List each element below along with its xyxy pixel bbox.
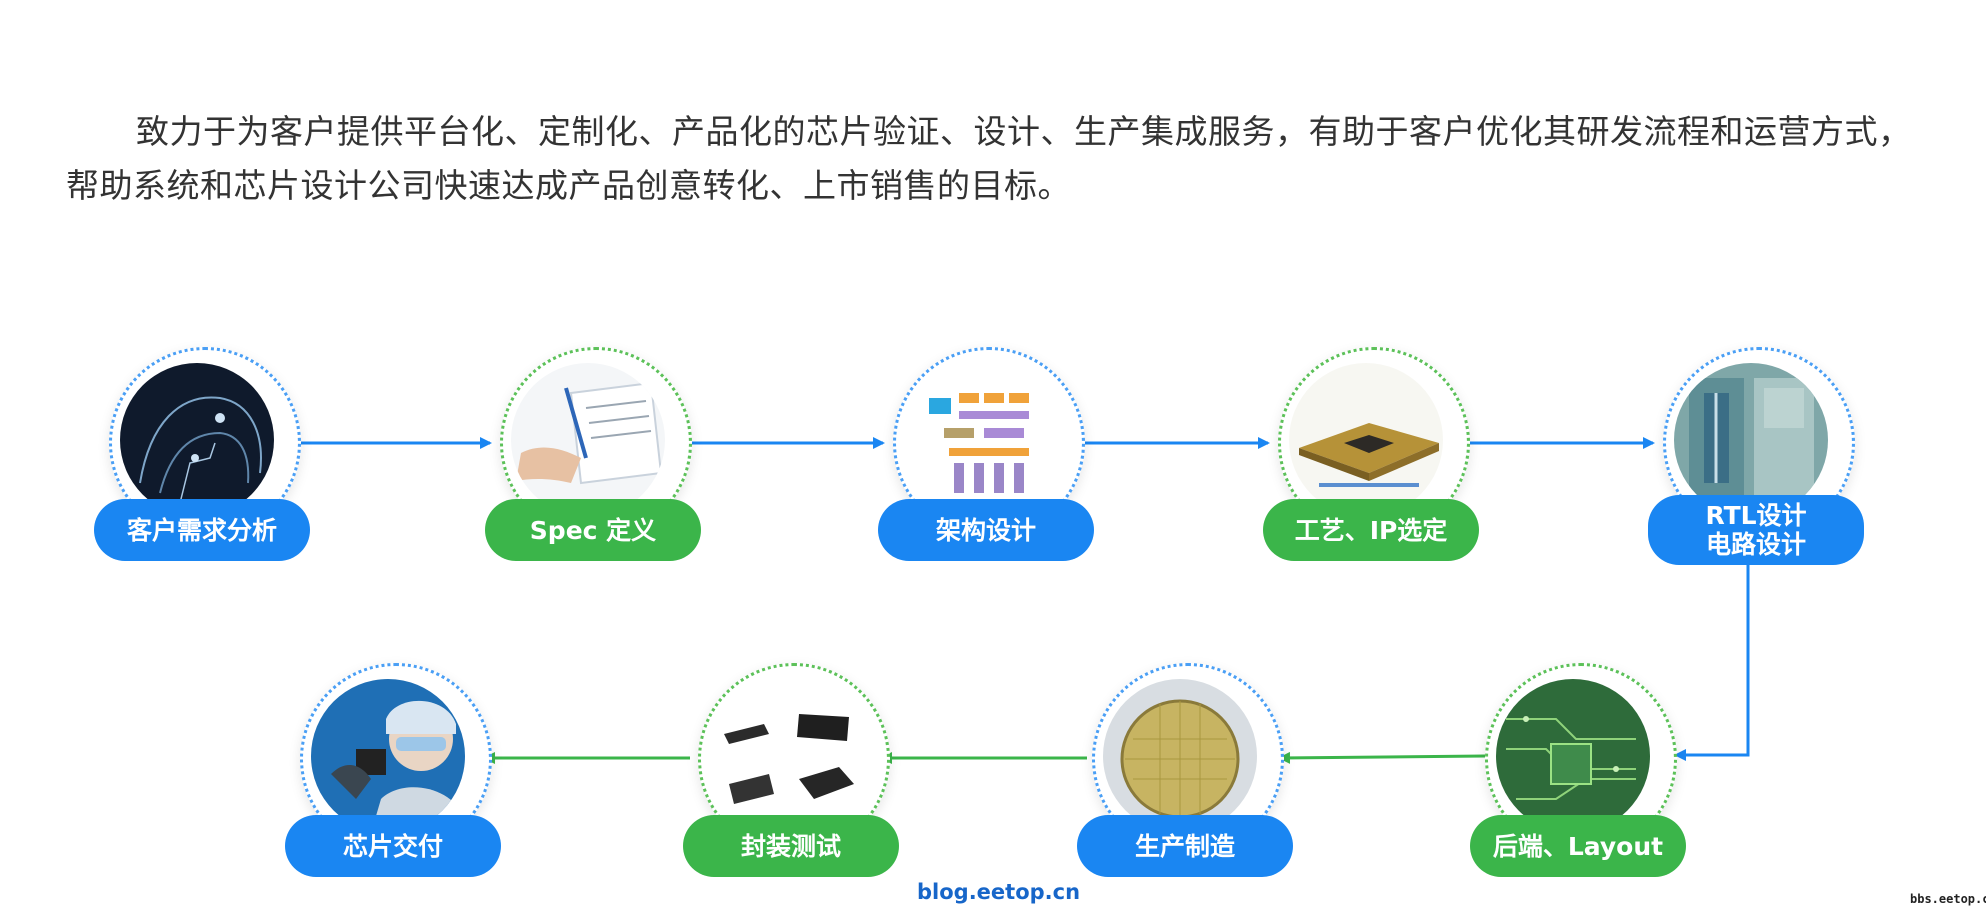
step-backend-layout: 后端、Layout xyxy=(1470,663,1686,877)
step-customer-analysis: 客户需求分析 xyxy=(94,347,310,561)
step-label: 芯片交付 xyxy=(342,831,443,861)
step-label: 工艺、IP选定 xyxy=(1294,515,1448,545)
step-rtl-circuit-design: RTL设计 电路设计 xyxy=(1648,347,1864,565)
step-label: Spec 定义 xyxy=(529,515,657,545)
arrow-6-7 xyxy=(1278,751,1486,764)
step-label: 客户需求分析 xyxy=(126,515,277,545)
watermark-blog: blog.eetop.cn xyxy=(917,880,1081,904)
step-label-line2: 电路设计 xyxy=(1705,530,1806,559)
chip-die-image xyxy=(1674,363,1828,517)
wafer-image xyxy=(1103,679,1257,833)
step-architecture-design: 架构设计 xyxy=(878,347,1094,561)
architecture-diagram-image xyxy=(904,363,1058,517)
step-label: 架构设计 xyxy=(935,515,1036,545)
step-process-ip-selection: 工艺、IP选定 xyxy=(1263,347,1479,561)
step-label: 后端、Layout xyxy=(1492,831,1664,861)
pcb-traces-image xyxy=(1496,679,1650,833)
intro-paragraph: 致力于为客户提供平台化、定制化、产品化的芯片验证、设计、生产集成服务，有助于客户… xyxy=(66,112,1912,205)
ai-brain-image xyxy=(120,363,274,517)
watermark-bbs: bbs.eetop.cn xyxy=(1910,892,1986,906)
step-label: 生产制造 xyxy=(1134,831,1235,861)
step-label-line1: RTL设计 xyxy=(1705,501,1807,530)
step-packaging-test: 封装测试 xyxy=(683,663,899,877)
document-signing-image xyxy=(511,363,665,517)
step-chip-delivery: 芯片交付 xyxy=(285,663,501,877)
packaged-chips-image xyxy=(709,679,863,833)
step-label: 封装测试 xyxy=(740,831,841,861)
chip-board-image xyxy=(1289,363,1443,517)
arrow-5-6 xyxy=(1674,565,1750,761)
step-spec-definition: Spec 定义 xyxy=(485,347,701,561)
engineer-inspecting-chip-image xyxy=(311,679,465,833)
step-manufacturing: 生产制造 xyxy=(1077,663,1293,877)
